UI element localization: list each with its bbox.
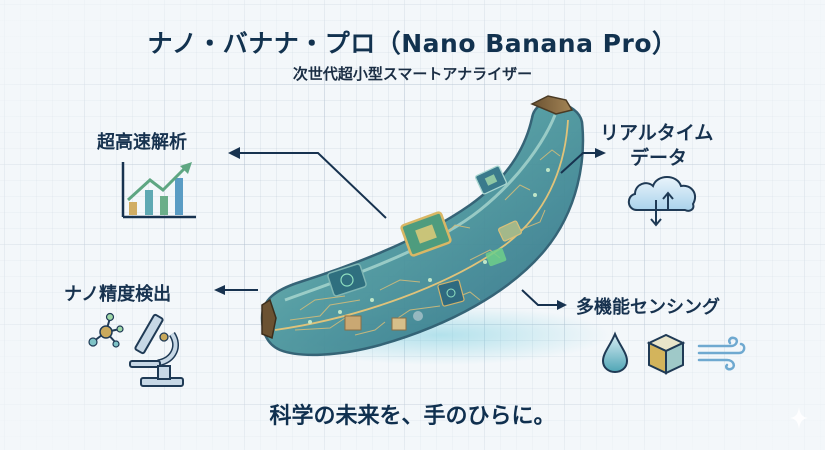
- banana-tip: [261, 298, 277, 340]
- molecule-icon: [88, 312, 124, 348]
- circuit-traces: [289, 149, 561, 336]
- chip-left: [327, 263, 367, 297]
- sparkle-icon: [790, 407, 808, 429]
- growth-chart-icon: [121, 162, 196, 219]
- sensor-green: [485, 247, 507, 267]
- solid-cube-icon: [646, 333, 686, 375]
- feature-label-fast-analysis: 超高速解析: [97, 132, 187, 153]
- feature-label-nano-detection: ナノ精度検出: [64, 284, 172, 305]
- feature-label-multi-sensing: 多機能センシング: [576, 297, 720, 318]
- chip-top: [474, 165, 508, 195]
- cloud-sync-icon: [627, 176, 697, 227]
- page-subtitle: 次世代超小型スマートアナライザー: [292, 65, 533, 83]
- microscope-icon: [129, 313, 184, 387]
- wind-icon: [697, 336, 746, 371]
- feature-label-realtime: リアルタイム: [600, 122, 714, 144]
- chip-lower: [437, 279, 465, 307]
- banana-stem: [530, 95, 574, 115]
- page-title: ナノ・バナナ・プロ（Nano Banana Pro）: [147, 29, 678, 58]
- water-drop-icon: [601, 331, 629, 374]
- feature-label-realtime-line2: データ: [630, 147, 688, 169]
- component-gold-small: [391, 317, 407, 331]
- component-cube: [344, 315, 362, 331]
- tagline: 科学の未来を、手のひらに。: [269, 404, 556, 429]
- chip-right: [498, 220, 522, 242]
- main-processor-chip: [400, 211, 452, 257]
